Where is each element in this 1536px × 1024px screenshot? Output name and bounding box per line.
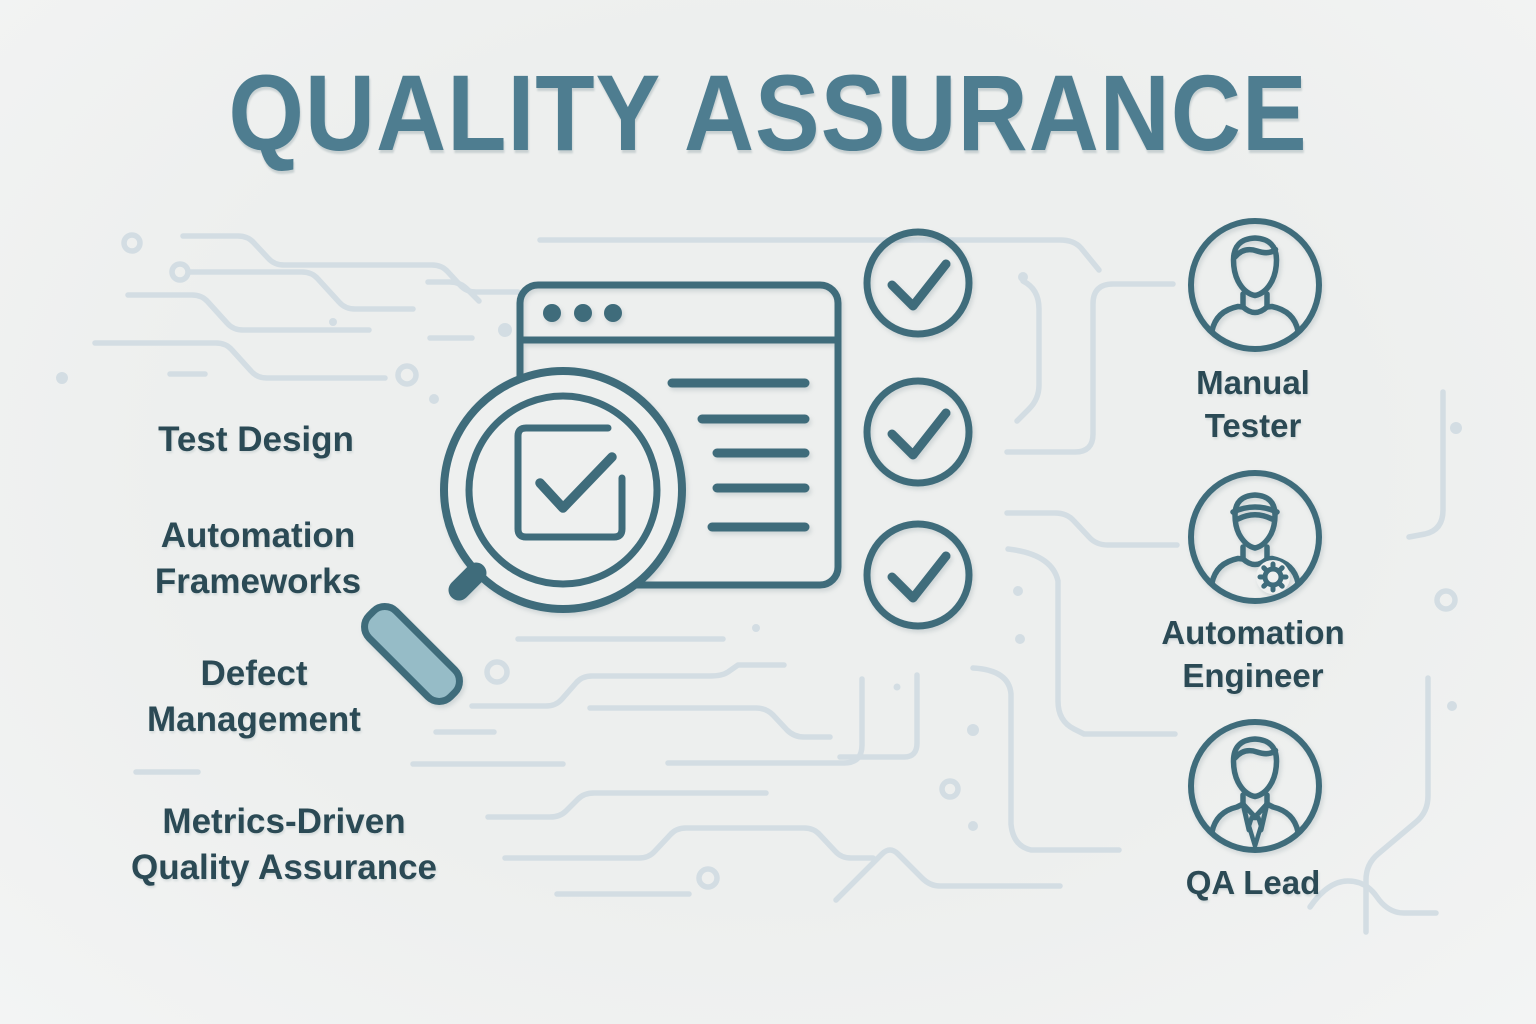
check-circle-icon <box>863 520 973 630</box>
role-label-line: Engineer <box>1182 656 1324 694</box>
document-text-lines <box>667 378 810 532</box>
role-label-qa-lead: QA Lead <box>1186 862 1320 905</box>
topic-label-line: Management <box>147 699 361 739</box>
magnifier-handle <box>361 562 487 705</box>
topic-label-line: Automation <box>160 516 356 555</box>
topic-metrics-driven-qa: Metrics-Driven Quality Assurance <box>131 799 437 891</box>
topic-label-line: Frameworks <box>154 561 362 601</box>
role-label-line: Manual <box>1196 364 1310 401</box>
role-label-line: Automation <box>1161 614 1345 651</box>
window-dots <box>543 304 622 322</box>
topic-label-line: Quality Assurance <box>130 847 438 887</box>
tie-icon <box>1246 815 1264 849</box>
topic-label-line: Test Design <box>158 420 354 459</box>
circuit-traces <box>56 232 1462 935</box>
role-label-line: QA Lead <box>1185 864 1321 901</box>
person-icon <box>1188 218 1322 352</box>
magnifier-browser-checklist-illustration <box>361 281 842 705</box>
checked-checkbox-icon <box>514 424 626 541</box>
topic-defect-management: Defect Management <box>147 651 361 743</box>
person-tie-icon <box>1188 719 1322 853</box>
topic-test-design: Test Design <box>158 417 354 463</box>
topic-label-line: Defect <box>200 654 308 693</box>
magnifying-glass-icon <box>361 367 686 705</box>
page-title: QUALITY ASSURANCE <box>228 52 1308 173</box>
check-circle-icon <box>863 228 973 338</box>
role-label-manual-tester: Manual Tester <box>1196 362 1310 448</box>
gear-icon <box>1256 560 1290 594</box>
topic-label-line: Metrics-Driven <box>162 802 406 841</box>
person-gear-icon <box>1188 470 1322 604</box>
topic-automation-frameworks: Automation Frameworks <box>155 513 361 605</box>
role-label-automation-engineer: Automation Engineer <box>1161 612 1344 698</box>
role-label-line: Tester <box>1204 406 1302 444</box>
check-circle-icon <box>863 377 973 487</box>
